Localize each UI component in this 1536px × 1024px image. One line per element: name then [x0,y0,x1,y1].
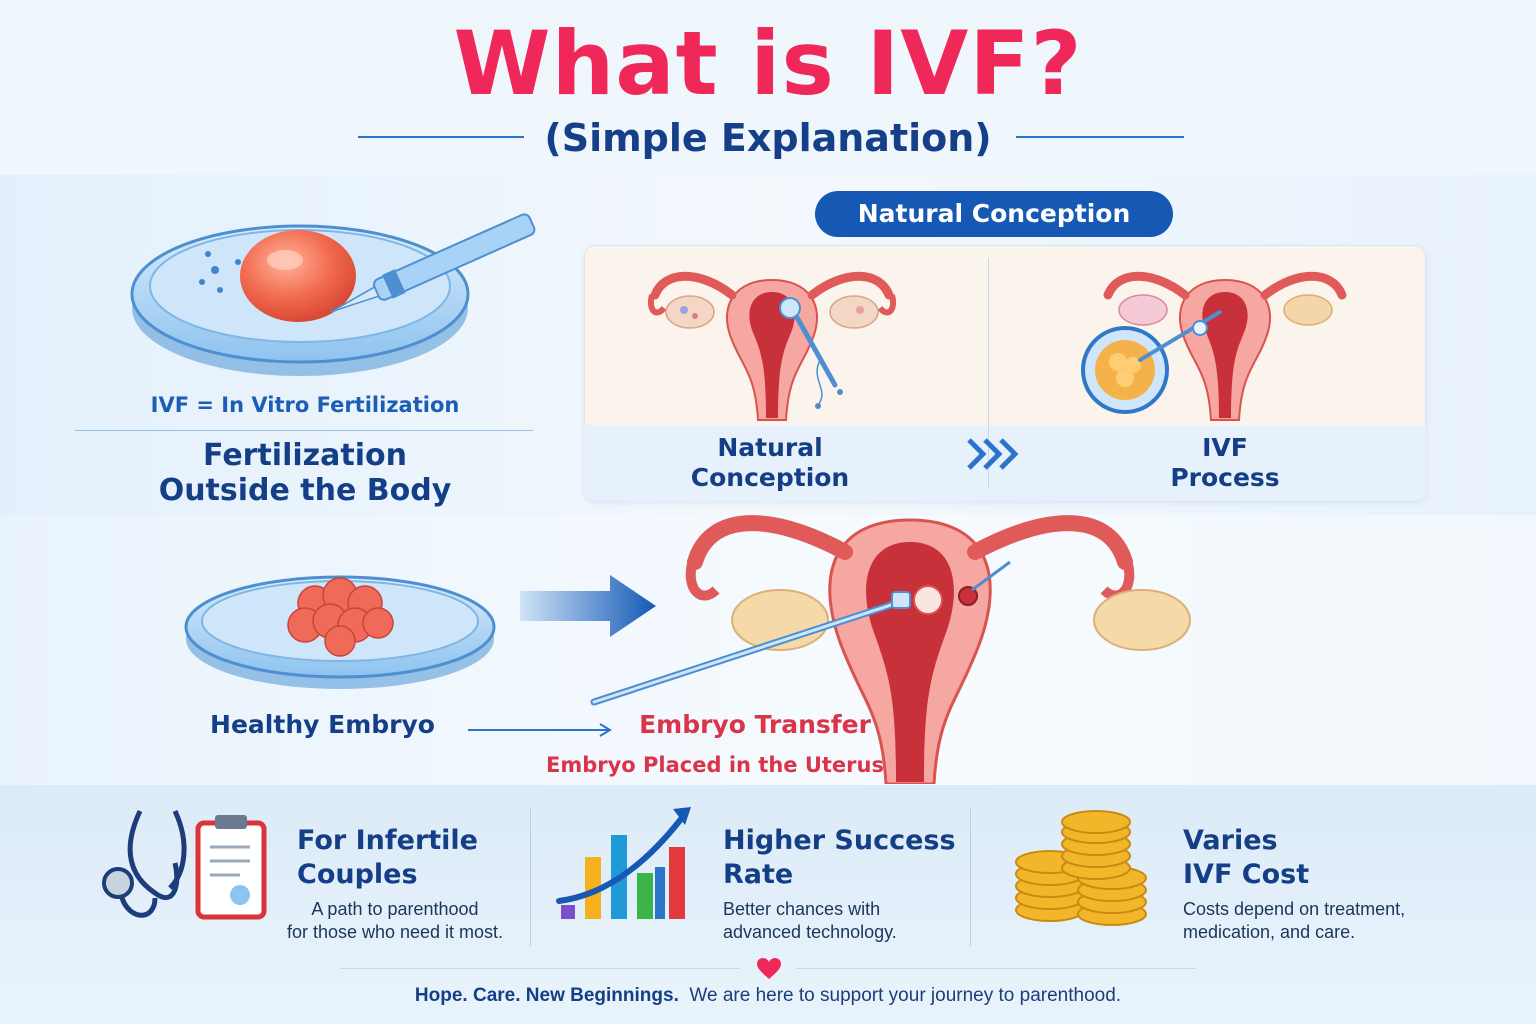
feature-cost-desc: Costs depend on treatment, medication, a… [1183,898,1473,944]
uterus-natural-icon [648,271,896,421]
chevrons-right-icon [967,438,1019,470]
embryo-placed-label: Embryo Placed in the Uterus [546,753,884,777]
embryo-transfer-label: Embryo Transfer [639,710,871,739]
feature-title-line2: IVF Cost [1183,859,1310,890]
page-title: What is IVF? [453,12,1083,115]
ivf-definition: IVF = In Vitro Fertilization [150,393,460,417]
bar-chart-icon [556,807,691,919]
footer-text: We are here to support your journey to p… [689,985,1122,1006]
comparison-divider [988,258,989,488]
feature-divider-1 [530,808,531,946]
feature-desc-line1: A path to parenthood [311,899,479,919]
feature-desc-line2: for those who need it most. [286,922,504,942]
fertilization-heading-line2: Outside the Body [158,473,452,508]
heart-icon [757,958,781,979]
feature-success-desc: Better chances with advanced technology. [723,898,963,944]
natural-conception-pill: Natural Conception [815,191,1173,237]
feature-ivf-cost: Varies IVF Cost [1183,824,1423,892]
thin-arrow-right-icon [468,723,612,737]
definition-divider [75,430,533,431]
petri-dish-egg-icon [130,213,536,376]
natural-conception-label: Natural Conception [660,433,880,493]
healthy-embryo-label: Healthy Embryo [210,710,435,739]
fertilization-heading-line1: Fertilization [203,438,407,473]
ivf-process-label-line2: Process [1170,463,1280,492]
feature-divider-2 [970,808,971,946]
footer-tagline: Hope. Care. New Beginnings. We are here … [0,985,1536,1007]
natural-conception-label-line2: Conception [690,463,850,492]
feature-title-line1: Varies [1183,825,1278,856]
feature-title-line2: Rate [723,859,794,890]
arrow-right-icon [520,575,656,637]
feature-title-line1: For Infertile [297,825,478,856]
feature-success-rate: Higher Success Rate [723,824,963,892]
fertilization-heading: Fertilization Outside the Body [75,438,535,508]
feature-title-line1: Higher Success [723,825,956,856]
feature-infertile-couples: For Infertile Couples [297,824,527,892]
footer-bold: Hope. Care. New Beginnings. [414,985,679,1006]
feature-title-line2: Couples [297,859,418,890]
title-rule-left [358,136,524,138]
footer-rule-right [796,968,1196,969]
feature-infertile-desc: A path to parenthood for those who need … [270,898,520,944]
title-rule-right [1016,136,1184,138]
feature-desc-line1: Better chances with [723,899,881,919]
feature-desc-line2: medication, and care. [1183,922,1356,942]
uterus-ivf-icon [1081,271,1347,421]
natural-conception-label-line1: Natural [717,433,823,462]
feature-desc-line1: Costs depend on treatment, [1183,899,1406,919]
ivf-process-label: IVF Process [1115,433,1335,493]
coins-icon [1015,810,1147,926]
stethoscope-icon [102,809,267,920]
footer-rule-left [340,968,740,969]
embryo-dish-icon [184,575,496,689]
uterus-transfer-icon [590,515,1191,784]
feature-desc-line2: advanced technology. [723,922,897,942]
ivf-process-label-line1: IVF [1202,433,1248,462]
page-subtitle: (Simple Explanation) [544,116,992,160]
